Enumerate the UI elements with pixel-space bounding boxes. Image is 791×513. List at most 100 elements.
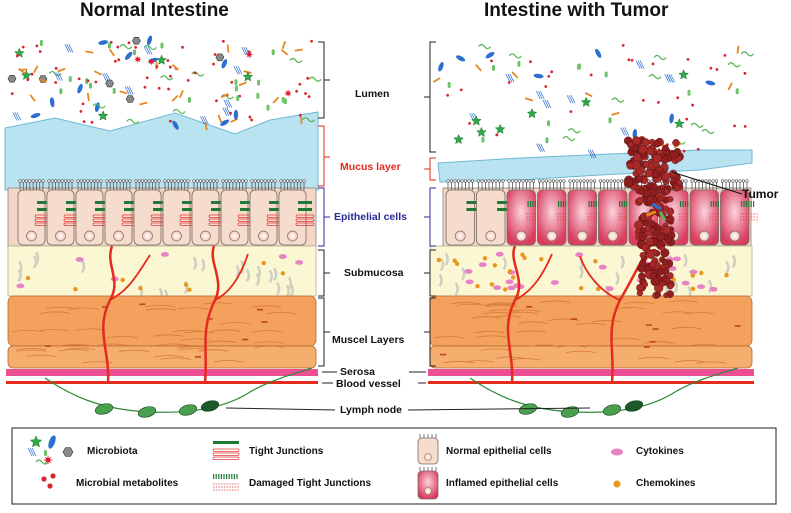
chemokine [452,258,457,263]
cytokine [465,279,474,285]
metabolite-dot [145,76,149,80]
cytokine [493,285,502,291]
metabolite-dot [90,120,94,124]
damaged-tight-junction [623,201,625,207]
muscle-nucleus [734,325,741,327]
cell-nucleus [26,230,37,242]
microvillus-tip [128,179,132,183]
metabolite-dot [94,80,98,84]
muscle-fiber [206,340,237,343]
chemokine [183,282,189,287]
microvillus-tip [41,179,45,183]
microvillus-tip [720,179,725,183]
tight-junction [240,201,254,204]
microvillus-tip [541,179,545,183]
metabolite-dot [54,81,58,84]
star-microbe [97,110,109,121]
bracket-submucosa-left [318,249,330,297]
microvillus-tip [589,179,593,183]
microvillus-tip [241,179,245,183]
lymph-node [200,400,220,412]
microvillus-tip [476,179,481,183]
chemokine [503,287,508,292]
microvillus-tip [285,179,290,183]
metabolite-dot [157,86,161,90]
tumor-cell [667,196,674,203]
tight-junction [95,201,109,204]
microvillus-tip [183,179,187,183]
legend-burst-icon [43,455,53,465]
metabolite-dot [547,74,551,78]
star-microbe [242,71,254,82]
microvillus-tip [480,179,484,183]
rod-bacterium [139,101,148,106]
metabolite-dot [743,124,747,128]
green-bacterium [604,71,608,78]
metabolite-dot [544,85,548,88]
cell-nucleus [729,230,741,242]
damaged-tight-junction [710,201,712,207]
chemokine [724,273,729,278]
muscle-fiber [213,360,244,363]
squiggle-bacterium [690,122,704,128]
metabolite-dot [621,43,625,47]
metabolite-dot [743,71,747,75]
rod-bacterium [300,116,303,125]
hex-microbe [125,95,135,103]
muscle-fiber [476,335,507,338]
cell-nucleus [200,230,211,242]
rod-bacterium [524,97,534,102]
microvillus-tip [558,179,563,183]
legend-inflamed-cells-label: Inflamed epithelial cells [446,478,559,489]
tight-junction [269,201,283,204]
muscle-fiber [97,343,128,346]
metabolite-dot [193,71,197,75]
microvillus-tip [605,179,610,183]
microvillus-tip [186,179,190,183]
connective-fiber [287,276,293,290]
submucosa-contents-normal [16,251,304,303]
muscle-fiber [529,344,560,347]
rod-bacterium [204,122,208,131]
microvillus-tip [227,179,232,183]
microvillus-tip [53,179,58,183]
cell-nucleus [607,230,619,242]
damaged-tight-junction [565,201,567,207]
microvillus-tip [205,179,209,183]
legend-normal-cell-icon [417,437,439,465]
connective-fiber [731,254,737,269]
lymph-node [602,404,622,416]
tumor-bacterium [658,211,667,222]
cell-nucleus [171,230,182,242]
tight-junction [153,208,167,211]
blood-vessel-tumor [428,381,754,384]
microvillus-tip [38,179,42,183]
tumor-cell [649,220,657,228]
lymph-node [137,406,157,418]
blue-bacterium [49,97,55,108]
label-lymph-node: Lymph node [340,404,403,416]
microvillus-tip [111,179,116,183]
tumor-cell [661,258,669,266]
microvillus-tip [270,179,274,183]
legend-metabolites-label: Microbial metabolites [76,478,179,489]
green-bacterium [608,117,612,124]
tumor-cell [654,291,661,298]
damaged-tight-junction [619,201,621,207]
microvillus-tip [118,179,122,183]
microvillus-tip [551,179,556,183]
squiggle-bacterium [172,108,186,115]
serosa-normal [6,369,318,376]
tight-junction [211,208,225,211]
cytokine [505,279,514,285]
tumor-cell [672,139,680,147]
title-normal: Normal Intestine [80,0,229,21]
green-bacterium [271,49,275,56]
blood-vessel-normal [6,381,318,384]
lymph-node [178,404,198,416]
muscle-fiber [198,349,229,352]
squiggle-bacterium [562,135,576,142]
microvillus-tip [67,179,71,183]
microvillus-tip [154,179,158,183]
